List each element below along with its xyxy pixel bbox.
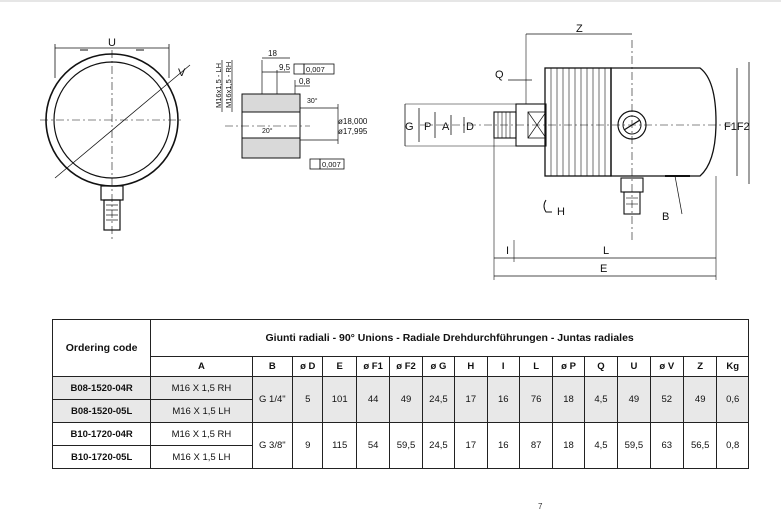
col-header-kg: Kg bbox=[716, 356, 749, 377]
thread-a: M16 X 1,5 RH bbox=[150, 422, 253, 446]
col-header-i: I bbox=[486, 356, 520, 377]
cell-u: 59,5 bbox=[617, 422, 651, 469]
dim-label-e: E bbox=[600, 263, 607, 275]
section-view bbox=[221, 57, 345, 170]
col-header-b: B bbox=[251, 356, 294, 377]
cell-f1: 44 bbox=[355, 376, 391, 423]
column-header-row: A B ø D E ø F1 ø F2 ø G H I L ø P Q U ø … bbox=[53, 356, 749, 377]
dim-label-a: A bbox=[442, 121, 450, 133]
angle-label-30: 30° bbox=[307, 97, 318, 105]
cell-b: G 1/4" bbox=[251, 376, 294, 423]
cell-kg: 0,8 bbox=[716, 422, 749, 469]
dim-label-f1f2: F1F2 bbox=[724, 121, 750, 133]
col-header-f2: ø F2 bbox=[389, 356, 423, 377]
table-row: B10-1720-04R M16 X 1,5 RH G 3/8" 9 115 5… bbox=[51, 422, 749, 469]
dim-label-17-995: ø17,995 bbox=[338, 127, 368, 136]
cell-e: 101 bbox=[322, 376, 357, 423]
col-header-f1: ø F1 bbox=[355, 356, 391, 377]
cell-q: 4,5 bbox=[583, 376, 619, 423]
tolerance-0-007-bottom: 0,007 bbox=[322, 160, 341, 169]
cell-i: 16 bbox=[486, 422, 520, 469]
cell-p: 18 bbox=[552, 422, 585, 469]
col-header-z: Z bbox=[682, 356, 718, 377]
cell-z: 56,5 bbox=[682, 422, 718, 469]
cell-h: 17 bbox=[454, 376, 488, 423]
table-row: B10-1720-05L M16 X 1,5 LH bbox=[51, 445, 749, 469]
cell-g: 24,5 bbox=[421, 376, 456, 423]
cell-z: 49 bbox=[682, 376, 718, 423]
cell-v: 63 bbox=[649, 422, 685, 469]
cell-l: 87 bbox=[518, 422, 554, 469]
dim-label-z: Z bbox=[576, 23, 583, 35]
col-header-a: A bbox=[150, 356, 253, 377]
page-number: 7 bbox=[538, 502, 543, 511]
ordering-code: B10-1720-05L bbox=[51, 445, 152, 469]
tolerance-0-007-top: 0,007 bbox=[306, 65, 325, 74]
ordering-code: B08-1520-04R bbox=[51, 376, 152, 400]
cell-v: 52 bbox=[649, 376, 685, 423]
cell-d: 9 bbox=[292, 422, 324, 469]
cell-h: 17 bbox=[454, 422, 488, 469]
col-header-d: ø D bbox=[292, 356, 324, 377]
table-title: Giunti radiali - 90° Unions - Radiale Dr… bbox=[150, 319, 749, 357]
col-header-l: L bbox=[518, 356, 554, 377]
cell-f2: 59,5 bbox=[389, 422, 423, 469]
cell-f1: 54 bbox=[355, 422, 391, 469]
dim-label-p: P bbox=[424, 121, 431, 133]
cell-g: 24,5 bbox=[421, 422, 456, 469]
col-header-h: H bbox=[454, 356, 488, 377]
dim-label-d: D bbox=[466, 121, 474, 133]
col-header-v: ø V bbox=[649, 356, 685, 377]
dim-label-h: H bbox=[557, 206, 565, 218]
ordering-code-header: Ordering code bbox=[51, 319, 152, 377]
thread-a: M16 X 1,5 RH bbox=[150, 376, 253, 400]
col-header-p: ø P bbox=[552, 356, 585, 377]
dim-label-l: L bbox=[603, 245, 609, 257]
ordering-table: Ordering code Giunti radiali - 90° Union… bbox=[51, 319, 749, 469]
cell-u: 49 bbox=[617, 376, 651, 423]
ordering-table-wrapper: Ordering code Giunti radiali - 90° Union… bbox=[51, 319, 749, 469]
col-header-g: ø G bbox=[421, 356, 456, 377]
thread-a: M16 X 1,5 LH bbox=[150, 445, 253, 469]
dim-label-i: I bbox=[506, 245, 509, 257]
dim-label-v: V bbox=[178, 67, 186, 79]
ordering-code: B08-1520-05L bbox=[51, 399, 152, 423]
technical-drawing: U V 18 9,5 0,8 0,007 30° 20° ø18,000 ø17… bbox=[40, 23, 750, 280]
thread-label-lh: M16x1,5 - LH bbox=[214, 63, 223, 108]
top-divider bbox=[0, 0, 781, 2]
cell-p: 18 bbox=[552, 376, 585, 423]
cell-kg: 0,6 bbox=[716, 376, 749, 423]
col-header-e: E bbox=[322, 356, 357, 377]
dim-label-q: Q bbox=[495, 69, 504, 81]
dim-label-18: 18 bbox=[268, 49, 277, 58]
cell-q: 4,5 bbox=[583, 422, 619, 469]
cell-l: 76 bbox=[518, 376, 554, 423]
dim-label-u: U bbox=[108, 37, 116, 49]
dim-label-18-000: ø18,000 bbox=[338, 117, 368, 126]
dim-label-9-5: 9,5 bbox=[279, 63, 291, 72]
dim-label-g: G bbox=[405, 121, 414, 133]
table-row: B08-1520-04R M16 X 1,5 RH G 1/4" 5 101 4… bbox=[51, 376, 749, 423]
front-view bbox=[40, 44, 191, 240]
thread-a: M16 X 1,5 LH bbox=[150, 399, 253, 423]
cell-d: 5 bbox=[292, 376, 324, 423]
angle-label-20: 20° bbox=[262, 127, 273, 135]
dim-label-b: B bbox=[662, 211, 669, 223]
dim-label-0-8: 0,8 bbox=[299, 77, 311, 86]
ordering-code: B10-1720-04R bbox=[51, 422, 152, 446]
side-view bbox=[404, 33, 750, 280]
cell-i: 16 bbox=[486, 376, 520, 423]
cell-f2: 49 bbox=[389, 376, 423, 423]
cell-b: G 3/8" bbox=[251, 422, 294, 469]
thread-label-rh: M16x1,5 - RH bbox=[224, 62, 233, 108]
col-header-u: U bbox=[617, 356, 651, 377]
col-header-q: Q bbox=[583, 356, 619, 377]
cell-e: 115 bbox=[322, 422, 357, 469]
